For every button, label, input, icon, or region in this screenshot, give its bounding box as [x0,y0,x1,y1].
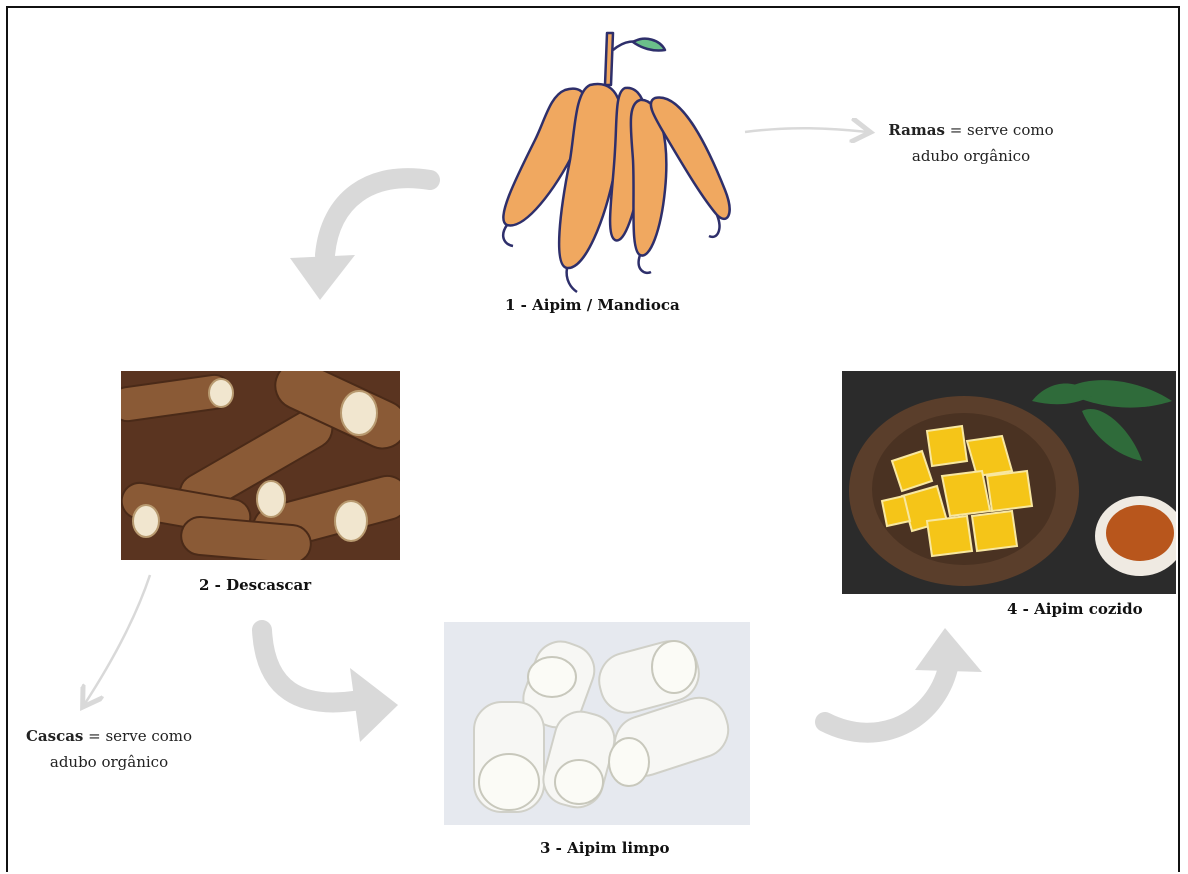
curved-arrow-3-to-4 [825,628,982,733]
peeled-cassava-photo [444,622,750,825]
cassava-illustration-icon [495,30,745,295]
cooked-cassava-photo [842,371,1176,594]
cascas-text-2: adubo orgânico [18,749,200,775]
curved-arrow-2-to-3 [262,630,398,742]
ramas-text-2: adubo orgânico [880,143,1062,169]
step-4-label: 4 - Aipim cozido [1007,600,1143,618]
step-2-label: 2 - Descascar [199,576,311,594]
cascas-note: Cascas = serve como adubo orgânico [18,723,200,775]
cascas-term: Cascas [26,727,83,745]
curved-arrow-1-to-2 [290,178,430,300]
ramas-note: Ramas = serve como adubo orgânico [880,117,1062,169]
raw-cassava-photo [121,371,400,560]
cascas-text-1: = serve como [83,727,192,745]
thin-arrow-cascas [84,575,150,705]
step-3-label: 3 - Aipim limpo [540,839,670,857]
step-1-label: 1 - Aipim / Mandioca [505,296,680,314]
ramas-term: Ramas [888,121,945,139]
ramas-text-1: = serve como [945,121,1054,139]
thin-arrow-ramas [745,128,868,132]
